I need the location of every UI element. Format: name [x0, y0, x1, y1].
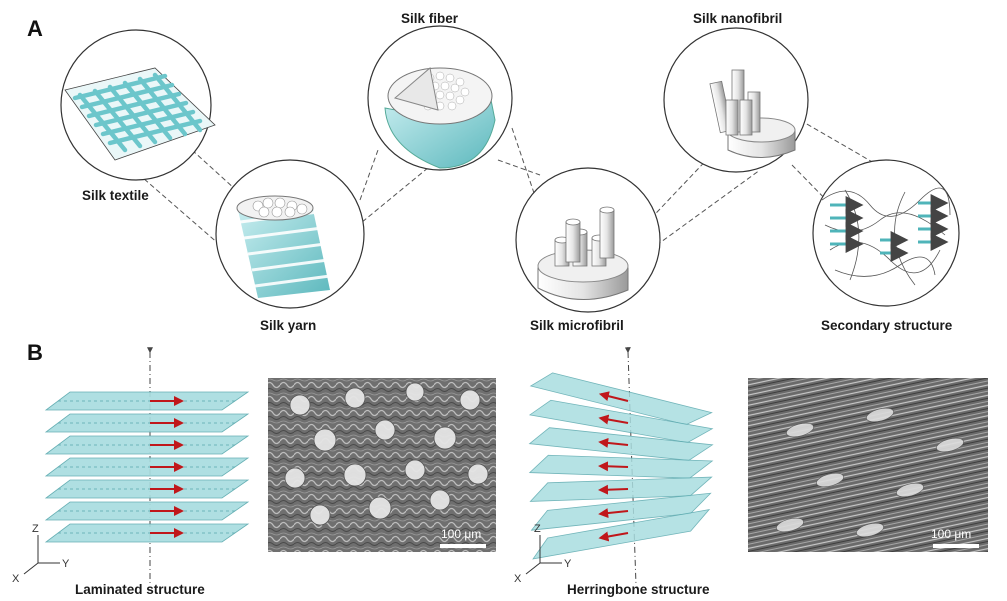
- label-secondary-structure: Secondary structure: [821, 318, 953, 333]
- herringbone-orientation-arrow: [598, 484, 629, 495]
- label-laminated-structure: Laminated structure: [75, 582, 205, 597]
- axis-x-right: X: [514, 573, 522, 585]
- laminated-sheet: [44, 501, 250, 521]
- laminated-axes: [23, 535, 60, 575]
- axis-x-left: X: [12, 573, 20, 585]
- panel-b-letter: B: [27, 340, 43, 365]
- axis-y-left: Y: [62, 558, 70, 570]
- label-silk-microfibril: Silk microfibril: [530, 318, 624, 333]
- secondary-structure-circle: [812, 159, 960, 307]
- scale-bar-label-1: 100 μm: [441, 527, 481, 541]
- laminated-sheet: [44, 479, 250, 499]
- herringbone-orientation-arrow: [598, 414, 629, 425]
- yarn-circle: [215, 159, 365, 309]
- laminated-diagram: Z Y X: [12, 347, 250, 585]
- label-silk-nanofibril: Silk nanofibril: [693, 11, 782, 26]
- textile-circle: [60, 29, 216, 181]
- axis-y-right: Y: [564, 558, 572, 570]
- herringbone-orientation-arrow: [598, 508, 629, 519]
- nanofibril-circle: [663, 27, 809, 173]
- laminated-sheet: [44, 391, 250, 411]
- axis-z-left: Z: [32, 523, 39, 535]
- sem-image-laminated: [268, 378, 496, 552]
- herringbone-orientation-arrow: [598, 531, 629, 542]
- herringbone-sheet: [532, 508, 711, 560]
- laminated-sheet: [44, 413, 250, 433]
- label-silk-yarn: Silk yarn: [260, 318, 316, 333]
- laminated-sheet: [44, 435, 250, 455]
- laminated-sheet: [44, 523, 250, 543]
- label-silk-fiber: Silk fiber: [401, 11, 459, 26]
- laminated-sheet: [44, 457, 250, 477]
- label-herringbone-structure: Herringbone structure: [567, 582, 710, 597]
- scale-bar-label-2: 100 μm: [931, 527, 971, 541]
- herringbone-orientation-arrow: [598, 461, 629, 472]
- panel-a-letter: A: [27, 16, 43, 41]
- fiber-circle: [367, 25, 513, 171]
- axis-z-right: Z: [534, 523, 541, 535]
- herringbone-axes: [525, 535, 562, 575]
- sem-image-herringbone: [748, 378, 988, 552]
- herringbone-diagram: Z Y X: [514, 347, 714, 586]
- label-silk-textile: Silk textile: [82, 188, 149, 203]
- herringbone-orientation-arrow: [598, 391, 629, 402]
- microfibril-circle: [515, 167, 661, 313]
- herringbone-orientation-arrow: [598, 437, 629, 448]
